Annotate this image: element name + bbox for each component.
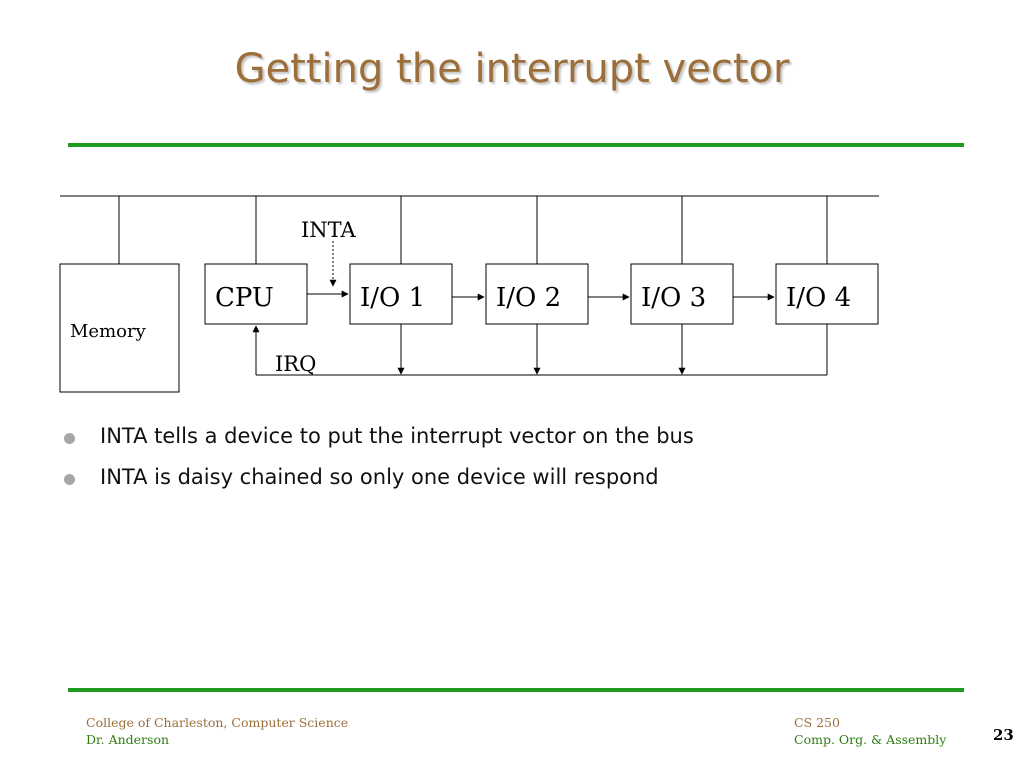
- footer-course-name: Comp. Org. & Assembly: [794, 732, 947, 747]
- bullet-dot-icon: [64, 433, 75, 444]
- io2-label: I/O 2: [496, 283, 561, 313]
- title-divider: [68, 143, 964, 147]
- bullet-text: INTA is daisy chained so only one device…: [100, 465, 659, 489]
- inta-label: INTA: [301, 218, 357, 242]
- bullet-text: INTA tells a device to put the interrupt…: [100, 424, 694, 448]
- bullet-item: INTA tells a device to put the interrupt…: [62, 424, 694, 465]
- footer-divider: [68, 688, 964, 692]
- footer-institution: College of Charleston, Computer Science: [86, 715, 349, 730]
- bullet-list: INTA tells a device to put the interrupt…: [62, 424, 694, 506]
- bullet-dot-icon: [64, 474, 75, 485]
- memory-label: Memory: [70, 321, 147, 342]
- footer-course-code: CS 250: [794, 715, 840, 730]
- io4-label: I/O 4: [786, 283, 851, 313]
- io1-box: [349, 263, 453, 325]
- io2-box: [485, 263, 589, 325]
- io3-box: [630, 263, 734, 325]
- bullet-item: INTA is daisy chained so only one device…: [62, 465, 694, 506]
- page-number: 23: [993, 726, 1014, 744]
- footer-left: College of Charleston, Computer Science …: [86, 714, 348, 748]
- irq-label: IRQ: [275, 352, 316, 376]
- footer-author: Dr. Anderson: [86, 732, 170, 747]
- io4-box: [775, 263, 879, 325]
- slide-title: Getting the interrupt vector: [234, 46, 790, 92]
- cpu-label: CPU: [215, 283, 274, 313]
- io3-label: I/O 3: [641, 283, 706, 313]
- io1-label: I/O 1: [360, 283, 425, 313]
- memory-box: [59, 263, 180, 393]
- footer-right: CS 250 Comp. Org. & Assembly: [794, 714, 946, 748]
